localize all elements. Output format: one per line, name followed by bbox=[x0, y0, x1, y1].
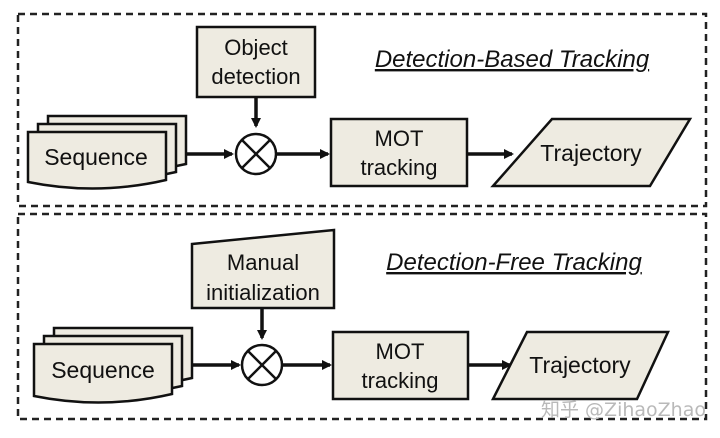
mot-tracking-box: MOT tracking bbox=[329, 117, 469, 188]
mot-line-1: MOT bbox=[375, 126, 424, 151]
object-detection-box: Object detection bbox=[195, 25, 317, 99]
manual-initialization-box: Manual initialization bbox=[190, 228, 336, 310]
panel-title: Detection-Based Tracking bbox=[375, 46, 650, 73]
sequence-stack: Sequence bbox=[32, 326, 194, 404]
mot-line-2: tracking bbox=[361, 368, 438, 393]
combine-icon bbox=[234, 132, 278, 176]
mot-line-2: tracking bbox=[360, 155, 437, 180]
mot-tracking-box: MOT tracking bbox=[331, 330, 470, 401]
sequence-label: Sequence bbox=[44, 144, 148, 170]
mot-line-1: MOT bbox=[376, 339, 425, 364]
trajectory-label: Trajectory bbox=[540, 140, 642, 166]
combine-icon bbox=[240, 343, 284, 387]
panel-title: Detection-Free Tracking bbox=[386, 249, 642, 276]
sequence-label: Sequence bbox=[51, 357, 155, 383]
panel-detection-free: Detection-Free Tracking Manual initializ… bbox=[16, 212, 708, 421]
watermark-text: 知乎 @ZihaoZhao bbox=[541, 399, 706, 421]
panel-border bbox=[16, 212, 708, 421]
sequence-stack: Sequence bbox=[26, 114, 188, 190]
trajectory-shape: Trajectory bbox=[490, 117, 693, 188]
manual-init-line-2: initialization bbox=[206, 280, 320, 305]
manual-init-line-1: Manual bbox=[227, 250, 299, 275]
object-detection-line-2: detection bbox=[211, 64, 300, 89]
panel-detection-based: Detection-Based Tracking Object detectio… bbox=[16, 12, 708, 208]
trajectory-shape: Trajectory bbox=[490, 330, 670, 401]
trajectory-label: Trajectory bbox=[529, 352, 631, 378]
panel-border bbox=[16, 12, 708, 208]
object-detection-line-1: Object bbox=[224, 35, 288, 60]
